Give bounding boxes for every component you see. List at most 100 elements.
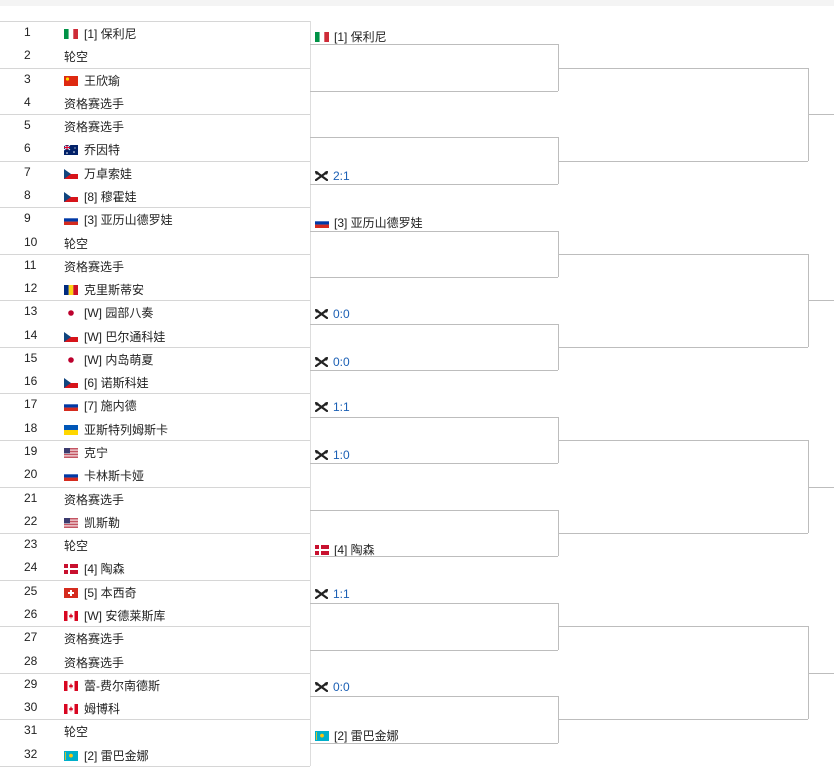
r2-bracket-top (310, 230, 558, 232)
round2-player[interactable]: [3] 亚历山德罗娃 (315, 214, 423, 231)
draw-row[interactable]: 24[4] 陶森 (0, 556, 310, 579)
draw-row[interactable]: 26[W] 安德莱斯库 (0, 603, 310, 626)
player-entry[interactable]: 万卓索娃 (64, 165, 132, 182)
flag-it-icon (64, 28, 78, 39)
player-entry[interactable]: [3] 亚历山德罗娃 (64, 211, 173, 228)
draw-row[interactable]: 17[7] 施内德 (0, 393, 310, 416)
player-entry[interactable]: 轮空 (64, 48, 88, 65)
player-entry[interactable]: [W] 安德莱斯库 (64, 607, 165, 624)
match-score[interactable]: 1:1 (315, 400, 350, 414)
player-entry[interactable]: 卡林斯卡娅 (64, 467, 144, 484)
r3-bracket-side (808, 626, 809, 720)
round2-player[interactable]: [1] 保利尼 (315, 28, 387, 45)
r2-bracket-side (558, 509, 559, 557)
player-entry[interactable]: 王欣瑜 (64, 72, 120, 89)
draw-row[interactable]: 25[5] 本西奇 (0, 580, 310, 603)
player-entry[interactable]: [W] 园部八奏 (64, 304, 153, 321)
r2-bracket-side (558, 230, 559, 278)
player-entry[interactable]: 克里斯蒂安 (64, 281, 144, 298)
match-score[interactable]: 0:0 (315, 307, 350, 321)
player-entry[interactable]: [6] 诺斯科娃 (64, 374, 149, 391)
draw-row[interactable]: 9[3] 亚历山德罗娃 (0, 207, 310, 230)
pair-separator (0, 346, 310, 348)
pair-separator (0, 300, 310, 302)
r4-bracket-bottom (808, 672, 834, 674)
draw-row[interactable]: 13[W] 园部八奏 (0, 300, 310, 323)
draw-position: 19 (24, 444, 38, 459)
draw-row[interactable]: 14[W] 巴尔通科娃 (0, 324, 310, 347)
player-name: 克里斯蒂安 (84, 283, 145, 298)
player-entry[interactable]: 姆博科 (64, 700, 120, 717)
player-name: 乔因特 (84, 143, 121, 158)
player-name: 凯斯勒 (84, 515, 121, 530)
player-entry[interactable]: 轮空 (64, 235, 88, 252)
player-entry[interactable]: [5] 本西奇 (64, 584, 137, 601)
player-entry[interactable]: [W] 巴尔通科娃 (64, 328, 165, 345)
player-entry[interactable]: 资格赛选手 (64, 95, 124, 112)
score-text: 1:1 (333, 400, 350, 415)
draw-row[interactable]: 19 克宁 (0, 440, 310, 463)
match-score[interactable]: 2:1 (315, 169, 350, 183)
player-entry[interactable]: 资格赛选手 (64, 491, 124, 508)
player-entry[interactable]: 乔因特 (63, 141, 121, 158)
match-score[interactable]: 0:0 (315, 355, 350, 369)
draw-row[interactable]: 15 [W] 内岛萌夏 (0, 347, 310, 370)
r2-bracket-bottom (310, 742, 558, 744)
player-entry[interactable]: 凯斯勒 (64, 514, 120, 531)
draw-row[interactable]: 16[6] 诺斯科娃 (0, 370, 310, 393)
player-entry[interactable]: 资格赛选手 (64, 118, 124, 135)
player-entry[interactable]: 资格赛选手 (64, 258, 124, 275)
player-entry[interactable]: 亚斯特列姆斯卡 (64, 421, 168, 438)
player-entry[interactable]: [2] 雷巴金娜 (64, 747, 149, 764)
player-entry[interactable]: 资格赛选手 (64, 654, 124, 671)
draw-row[interactable]: 32[2] 雷巴金娜 (0, 743, 310, 766)
player-entry[interactable]: [1] 保利尼 (64, 25, 137, 42)
pair-separator (0, 21, 310, 22)
flag-ru-icon (64, 470, 78, 482)
r2-bracket-side (558, 44, 559, 91)
round2-player-name: [3] 亚历山德罗娃 (334, 216, 423, 231)
player-entry[interactable]: [W] 内岛萌夏 (64, 351, 153, 368)
r2-bracket-bottom (310, 463, 558, 465)
player-entry[interactable]: 轮空 (64, 723, 88, 740)
player-entry[interactable]: 蕾-费尔南德斯 (64, 677, 160, 694)
draw-table (0, 21, 311, 766)
match-score[interactable]: 1:1 (315, 587, 350, 601)
round2-player[interactable]: [2] 雷巴金娜 (315, 727, 399, 744)
draw-position: 10 (24, 234, 38, 249)
draw-row[interactable]: 8[8] 穆霍娃 (0, 184, 310, 207)
round2-player[interactable]: [4] 陶森 (315, 541, 375, 558)
flag-kz-icon (315, 730, 329, 742)
match-score[interactable]: 1:0 (315, 448, 350, 462)
draw-position: 15 (24, 350, 38, 365)
flag-ua-icon (64, 424, 78, 435)
player-entry[interactable]: [7] 施内德 (64, 397, 137, 414)
player-entry[interactable]: [8] 穆霍娃 (64, 188, 137, 205)
draw-row[interactable]: 10 轮空 (0, 231, 310, 254)
player-entry[interactable]: [4] 陶森 (64, 560, 125, 577)
player-entry[interactable]: 轮空 (64, 537, 88, 554)
draw-row[interactable]: 1[1] 保利尼 (0, 21, 310, 44)
match-score[interactable]: 0:0 (315, 680, 350, 694)
player-name: [3] 亚历山德罗娃 (84, 213, 173, 228)
player-entry[interactable]: 克宁 (64, 444, 108, 461)
player-entry[interactable]: 资格赛选手 (64, 630, 124, 647)
